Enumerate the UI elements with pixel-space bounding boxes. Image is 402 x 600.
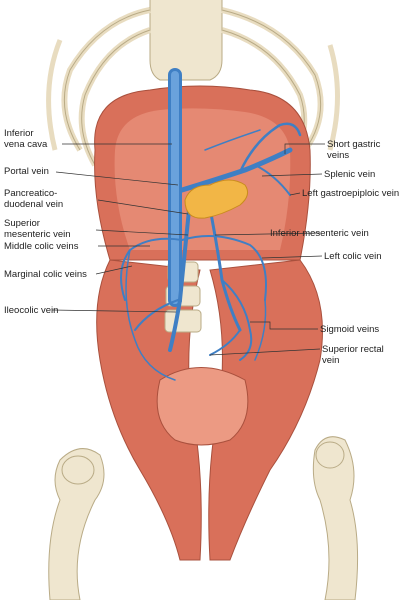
label-inferior-vena-cava: Inferior vena cava bbox=[4, 128, 48, 150]
label-superior-rectal-vein: Superior rectal vein bbox=[322, 344, 384, 366]
pancreas bbox=[184, 179, 249, 219]
rib-cage bbox=[46, 0, 340, 167]
label-superior-mesenteric-vein: Superior mesenteric vein bbox=[4, 218, 71, 240]
label-left-colic-vein: Left colic vein bbox=[324, 251, 382, 262]
label-inferior-mesenteric-vein: Inferior mesenteric vein bbox=[270, 228, 369, 239]
label-short-gastric-veins: Short gastric veins bbox=[327, 139, 381, 161]
label-ileocolic-vein: Ileocolic vein bbox=[4, 305, 59, 316]
label-middle-colic-veins: Middle colic veins bbox=[4, 241, 79, 252]
label-marginal-colic-veins: Marginal colic veins bbox=[4, 269, 87, 280]
diaphragm bbox=[94, 85, 311, 261]
label-sigmoid-veins: Sigmoid veins bbox=[320, 324, 380, 335]
venous-system bbox=[120, 68, 302, 381]
label-portal-vein: Portal vein bbox=[4, 166, 49, 177]
pelvic-muscles bbox=[96, 259, 323, 561]
leader-lines bbox=[51, 143, 325, 356]
label-left-gastroepiploic-vein: Left gastroepiploic vein bbox=[302, 188, 400, 199]
label-splenic-vein: Splenic vein bbox=[324, 169, 376, 180]
label-pancreaticoduodenal-vein: Pancreatico- duodenal vein bbox=[4, 188, 64, 210]
femurs bbox=[48, 436, 359, 600]
